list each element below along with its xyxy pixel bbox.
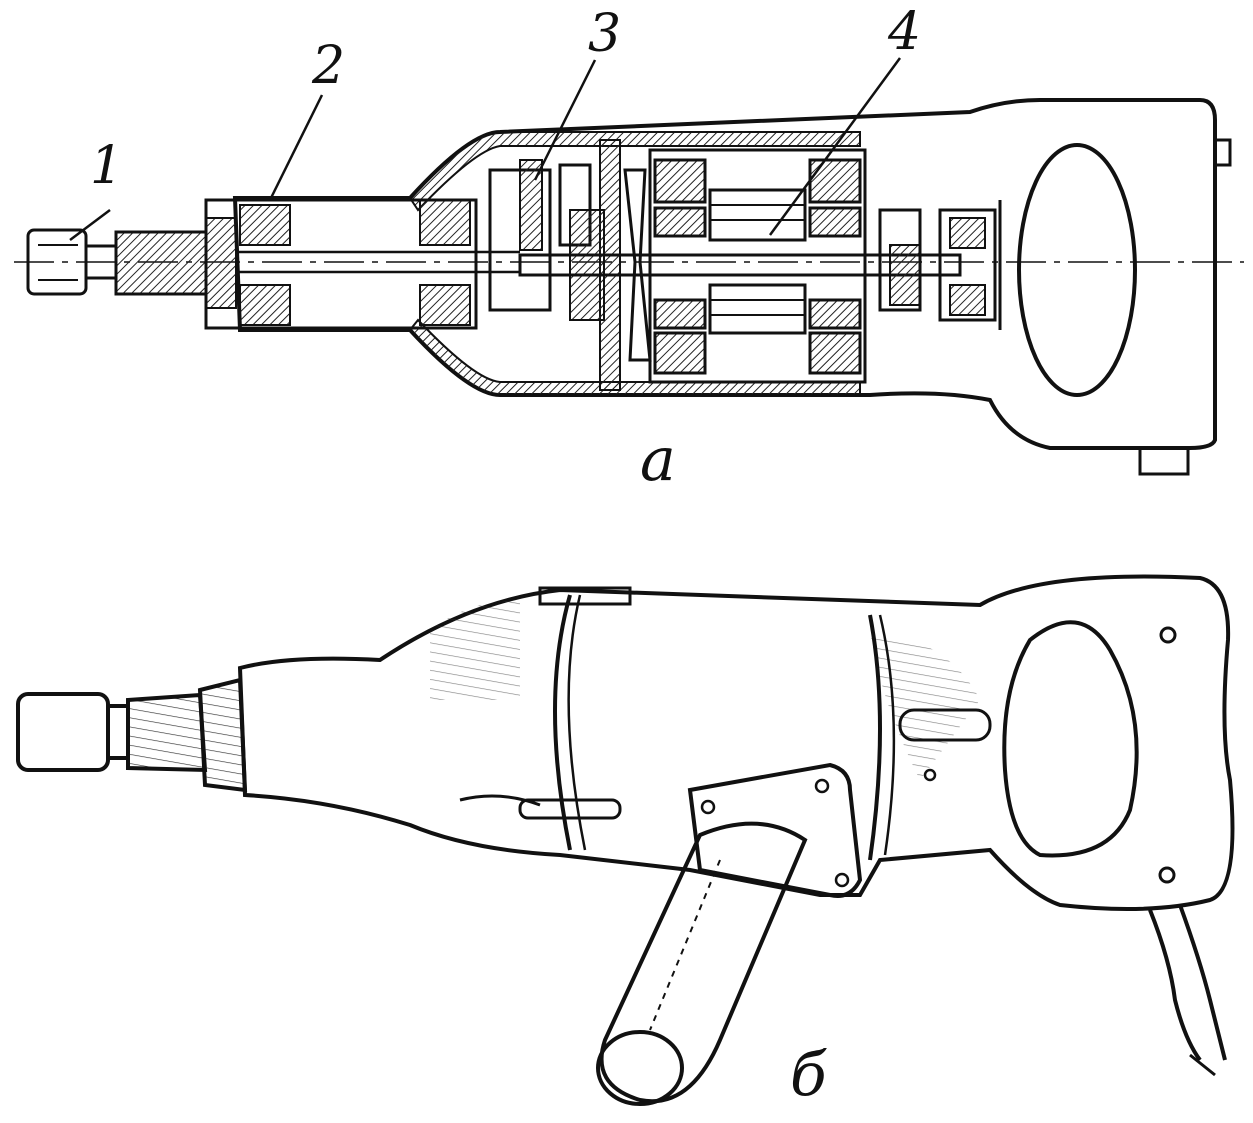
exterior-view — [16, 574, 1235, 1106]
label-part-4: 4 — [888, 2, 922, 62]
side-handle-flange — [687, 762, 863, 898]
handle-opening — [1017, 143, 1137, 397]
housing-wall — [408, 131, 861, 212]
chuck-exterior — [16, 692, 110, 772]
side-handle — [599, 821, 808, 1104]
label-part-2: 2 — [312, 36, 346, 96]
label-part-3: 3 — [588, 4, 622, 64]
motor — [648, 148, 867, 384]
handle-loop — [1002, 620, 1139, 858]
power-cord — [1148, 909, 1202, 1062]
main-shaft — [518, 253, 962, 277]
label-view-b: б — [790, 1040, 827, 1110]
label-part-1: 1 — [90, 136, 124, 196]
label-view-a: a — [640, 425, 676, 495]
sectional-view — [14, 57, 1244, 476]
